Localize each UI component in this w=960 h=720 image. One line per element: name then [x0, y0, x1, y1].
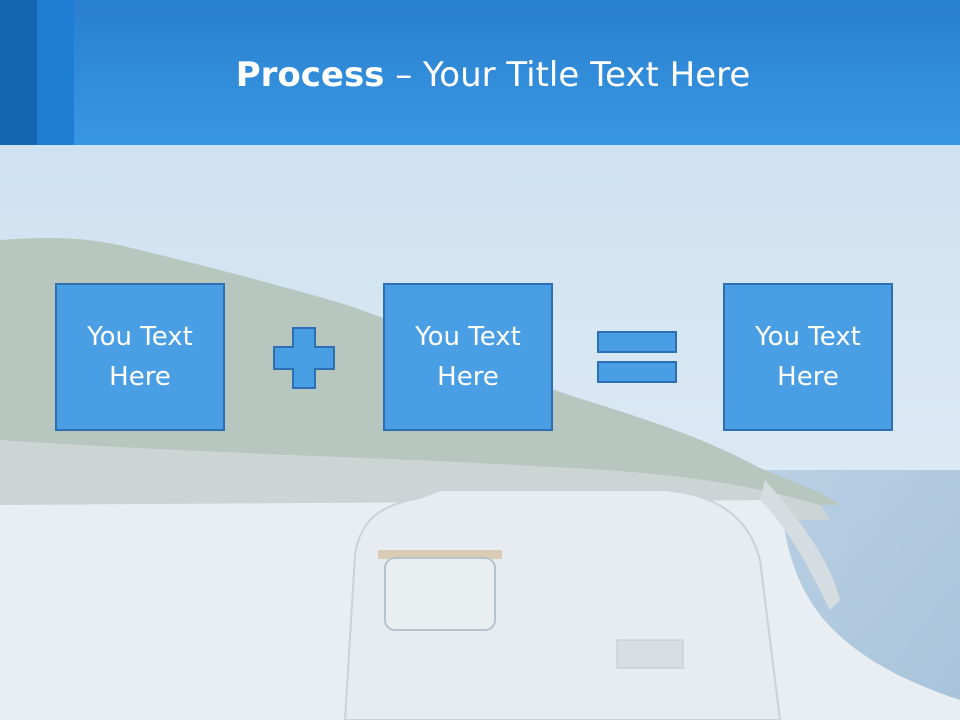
process-box-1-text: You Text Here	[87, 322, 193, 392]
slide-title-rest: – Your Title Text Here	[384, 55, 751, 95]
title-bar: Process – Your Title Text Here	[0, 0, 960, 145]
process-box-3[interactable]: You Text Here	[723, 283, 893, 431]
slide-title[interactable]: Process – Your Title Text Here	[74, 52, 912, 98]
process-box-1[interactable]: You Text Here	[55, 283, 225, 431]
slide-title-bold: Process	[235, 55, 385, 95]
process-box-2[interactable]: You Text Here	[383, 283, 553, 431]
process-box-2-text: You Text Here	[415, 322, 521, 392]
plus-icon	[273, 327, 335, 389]
equals-icon	[597, 331, 677, 383]
process-box-3-text: You Text Here	[755, 322, 861, 392]
accent-stripe	[0, 0, 37, 145]
accent-stripe	[37, 0, 74, 145]
